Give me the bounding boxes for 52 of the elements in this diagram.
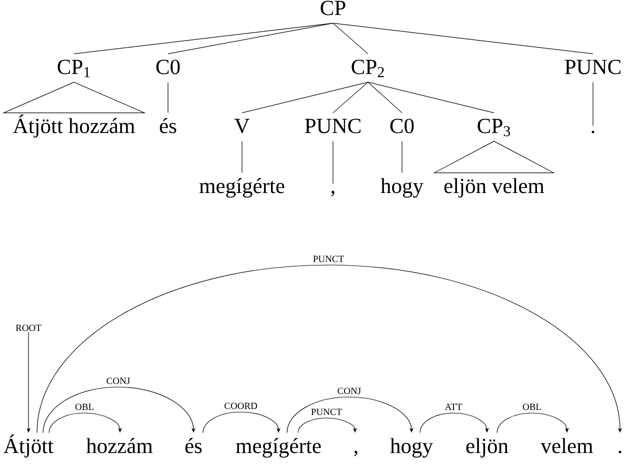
tree-branch [168, 22, 334, 54]
word: eljön velem [444, 178, 544, 198]
word: . [618, 450, 622, 454]
word: és [185, 438, 202, 454]
tree-branch [332, 82, 368, 114]
category-label: V [234, 118, 250, 134]
dependency-arc [48, 412, 122, 434]
tree-branch [332, 22, 594, 54]
category-label: CP$_{3}$ [478, 118, 510, 136]
edge-label: OBL [522, 402, 542, 412]
edge-label: PUNCT [310, 408, 344, 416]
edge-label: ATT [444, 402, 464, 411]
category-label: PUNC [304, 118, 360, 134]
dependency-arc [286, 396, 414, 434]
category-label: C0 [156, 60, 180, 74]
word: , [354, 450, 358, 456]
word: és [160, 118, 176, 134]
category-label: PUNC [564, 60, 620, 74]
edge-label: OBL [74, 402, 95, 412]
tree-branch [368, 82, 402, 114]
dependency-arc [202, 412, 281, 434]
word: eljön [466, 438, 508, 458]
word: , [331, 190, 334, 196]
word: Átjött hozzám [13, 114, 135, 138]
tree-branch [592, 82, 594, 126]
dependency-arc [420, 412, 490, 434]
tree-branch [242, 82, 368, 114]
dependency-arc [496, 412, 570, 434]
dependency-arc [42, 386, 196, 434]
category-label: CP$_{2}$ [352, 60, 384, 78]
word: hogy [380, 178, 424, 198]
root-label: ROOT [16, 324, 42, 332]
word: velem [540, 438, 593, 454]
tree-branch [368, 82, 494, 114]
word: megígérte [236, 438, 321, 458]
edge-label: CONJ [336, 386, 362, 396]
dependency-arc [36, 264, 622, 434]
word: hogy [390, 438, 433, 458]
word: hozzám [86, 438, 153, 454]
tree-branch [332, 140, 334, 184]
category-label: C0 [390, 118, 414, 134]
dependency-arc [298, 418, 358, 434]
edge-label: CONJ [105, 376, 132, 386]
edge-label: PUNCT [312, 254, 346, 264]
category-label: CP [320, 0, 346, 16]
word: Átjött [4, 434, 54, 458]
word: megígérte [199, 178, 284, 198]
tree-branch [74, 22, 334, 54]
tree-branch [332, 22, 368, 54]
category-label: CP$_{1}$ [58, 60, 90, 78]
word: . [592, 130, 594, 134]
edge-label: COORD [223, 402, 258, 410]
